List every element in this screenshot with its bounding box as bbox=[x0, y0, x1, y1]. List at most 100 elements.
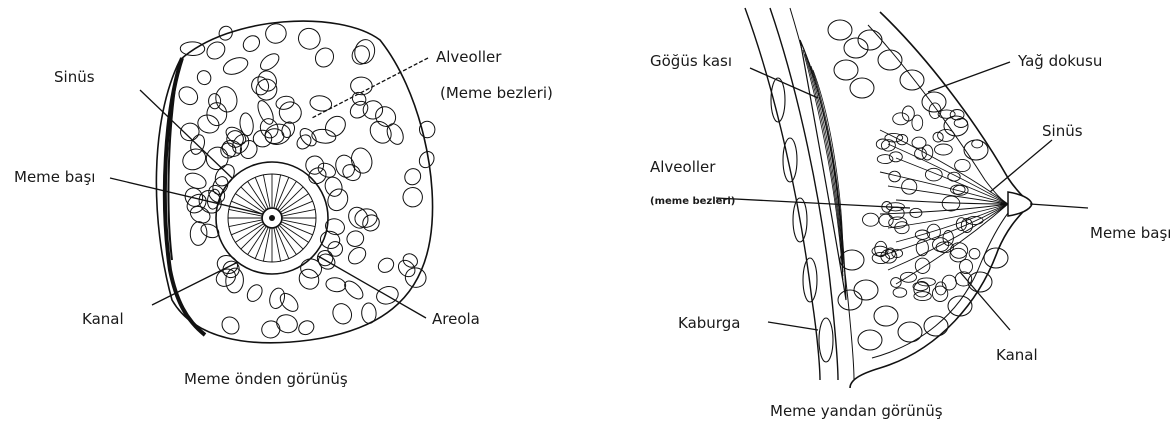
label-alveoller-front: Alveoller bbox=[436, 48, 502, 66]
side-lobule bbox=[972, 140, 983, 148]
side-lobule bbox=[914, 292, 931, 301]
side-lobule bbox=[891, 278, 902, 288]
label-gogus-kasi: Göğüs kası bbox=[650, 52, 732, 70]
label-sinus-front: Sinüs bbox=[54, 68, 95, 86]
fat-cell bbox=[898, 322, 922, 342]
leader-yag-dokusu bbox=[928, 62, 1010, 92]
front-lobule bbox=[180, 42, 205, 56]
front-lobule bbox=[260, 319, 281, 339]
front-lobule bbox=[403, 265, 428, 289]
front-lobule bbox=[190, 221, 208, 246]
front-lobule bbox=[402, 165, 424, 188]
front-lobule bbox=[264, 22, 288, 45]
areola-duct bbox=[283, 220, 315, 227]
side-duct bbox=[896, 200, 1008, 204]
front-lobule bbox=[299, 257, 323, 280]
side-lobule bbox=[863, 213, 879, 226]
side-lobule bbox=[935, 144, 953, 155]
side-lobule bbox=[927, 224, 940, 239]
front-view: Sinüs Alveoller (Meme bezleri) Meme başı… bbox=[14, 21, 553, 388]
side-lobule bbox=[879, 214, 893, 226]
areola-duct bbox=[283, 209, 315, 216]
front-lobule bbox=[244, 282, 265, 304]
areola-duct bbox=[281, 194, 309, 212]
fat-cell bbox=[838, 290, 862, 310]
rib bbox=[783, 138, 797, 182]
fat-cell bbox=[984, 248, 1008, 268]
fat-cell bbox=[874, 306, 898, 326]
label-sinus-side: Sinüs bbox=[1042, 122, 1083, 140]
front-lobule bbox=[195, 68, 214, 87]
front-lobule bbox=[183, 170, 208, 191]
label-kanal-front: Kanal bbox=[82, 310, 124, 328]
label-meme-basi-side: Meme başı bbox=[1090, 224, 1171, 242]
areola-duct bbox=[278, 227, 296, 255]
side-view: Göğüs kası Yağ dokusu Sinüs Alveoller (m… bbox=[650, 8, 1171, 420]
nipple-center bbox=[269, 215, 275, 221]
side-lobule bbox=[902, 179, 917, 194]
fat-cell bbox=[900, 70, 924, 90]
front-lobule bbox=[352, 38, 377, 66]
front-lobule bbox=[223, 124, 249, 148]
fat-cell bbox=[854, 280, 878, 300]
leader-alveoller-side bbox=[716, 198, 910, 208]
front-lobule bbox=[325, 276, 347, 293]
side-lobule bbox=[960, 259, 973, 273]
side-duct bbox=[888, 186, 1008, 204]
front-lobule bbox=[295, 25, 323, 53]
front-lobule bbox=[312, 45, 337, 71]
areola-duct bbox=[281, 224, 309, 242]
fat-cell bbox=[844, 38, 868, 58]
fat-cell bbox=[858, 30, 882, 50]
label-meme-bezleri-front: (Meme bezleri) bbox=[440, 84, 553, 102]
front-lobule bbox=[322, 175, 345, 199]
front-lobule bbox=[304, 154, 325, 175]
front-alveoli-cluster bbox=[175, 22, 436, 340]
front-lobule bbox=[416, 149, 436, 171]
front-lobule bbox=[257, 116, 281, 141]
side-lobule bbox=[955, 159, 971, 171]
side-lobule bbox=[969, 248, 980, 259]
side-lobule bbox=[893, 288, 907, 297]
areola-duct bbox=[263, 175, 270, 207]
front-lobule bbox=[329, 300, 355, 327]
front-lobule bbox=[258, 50, 282, 73]
side-lobule bbox=[915, 148, 927, 159]
front-lobule bbox=[345, 244, 369, 267]
label-areola: Areola bbox=[432, 310, 480, 328]
front-lobule bbox=[183, 191, 209, 217]
rib-band-line bbox=[790, 8, 854, 380]
side-lobule bbox=[942, 275, 956, 290]
side-lobule bbox=[901, 272, 917, 282]
front-lobule bbox=[240, 32, 263, 54]
front-lobule bbox=[366, 117, 396, 147]
fat-tissue-cells bbox=[828, 20, 1008, 350]
fat-cell bbox=[828, 20, 852, 40]
side-lobule bbox=[950, 243, 967, 259]
front-lobule bbox=[208, 93, 221, 109]
areola-duct bbox=[248, 181, 266, 209]
front-lobule bbox=[249, 74, 271, 97]
side-lobule bbox=[955, 272, 971, 286]
label-meme-basi-front: Meme başı bbox=[14, 168, 95, 186]
side-lobule bbox=[913, 282, 928, 291]
label-kaburga: Kaburga bbox=[678, 314, 740, 332]
areola-duct bbox=[274, 175, 281, 207]
areola-duct bbox=[263, 229, 270, 261]
fat-cell bbox=[964, 140, 988, 160]
areola-duct bbox=[235, 224, 263, 242]
caption-front-view: Meme önden görünüş bbox=[184, 370, 348, 388]
fat-cell bbox=[834, 60, 858, 80]
caption-side-view: Meme yandan görünüş bbox=[770, 402, 943, 420]
front-lobule bbox=[219, 314, 243, 338]
front-lobule bbox=[295, 265, 323, 293]
front-lobule bbox=[175, 83, 201, 108]
leader-areola bbox=[318, 256, 426, 318]
front-lobule bbox=[179, 145, 209, 174]
front-lobule bbox=[376, 255, 397, 275]
front-lobule bbox=[182, 185, 206, 210]
front-lobule bbox=[395, 257, 418, 280]
front-lobule bbox=[277, 290, 301, 315]
side-nipple bbox=[1008, 192, 1032, 216]
